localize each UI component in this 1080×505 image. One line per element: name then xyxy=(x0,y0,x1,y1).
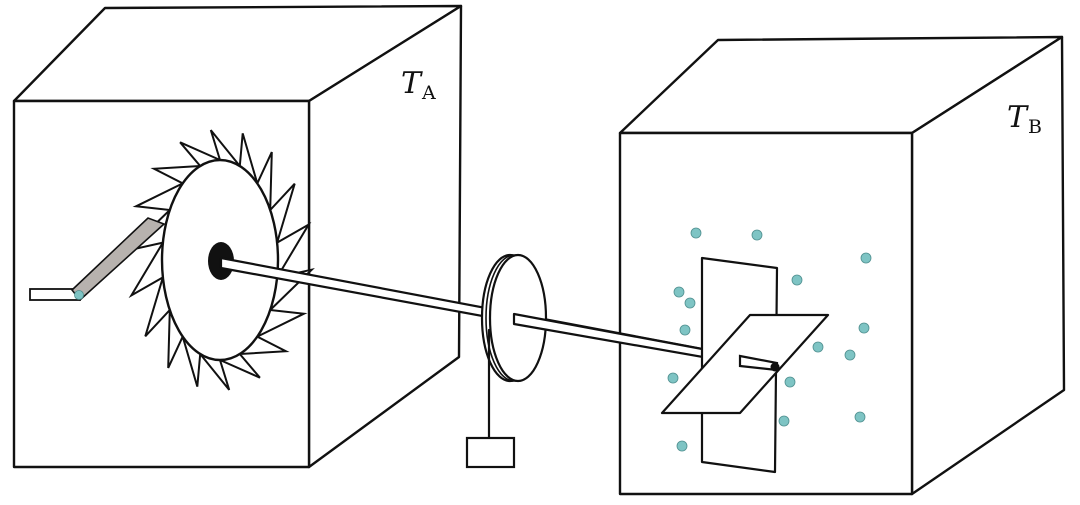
paddle xyxy=(660,256,830,474)
box-a-label-symbol: T xyxy=(401,66,422,101)
box-b-label: TB xyxy=(1007,100,1042,138)
box-a-label-subscript: A xyxy=(422,82,436,104)
box-b-label-subscript: B xyxy=(1028,116,1042,138)
gas-particle xyxy=(860,252,872,264)
gas-particle xyxy=(812,341,824,353)
pawl xyxy=(29,217,166,302)
gas-particle xyxy=(751,229,763,241)
axle-end-knob xyxy=(770,362,780,372)
gas-particle xyxy=(679,324,691,336)
gas-particle xyxy=(791,274,803,286)
gas-particle xyxy=(690,227,702,239)
gas-particle xyxy=(844,349,856,361)
gas-particle xyxy=(784,376,796,388)
gas-particle xyxy=(673,286,685,298)
pawl-tip-ball xyxy=(74,290,84,300)
gas-particle xyxy=(854,411,866,423)
gas-particle xyxy=(684,297,696,309)
gas-particle xyxy=(667,372,679,384)
gas-particle xyxy=(676,440,688,452)
hanging-weight xyxy=(465,436,516,469)
gas-particles xyxy=(667,227,872,452)
gas-particle xyxy=(858,322,870,334)
box-b xyxy=(618,35,1066,496)
box-b-label-symbol: T xyxy=(1007,100,1028,135)
box-a-label: TA xyxy=(401,66,436,104)
gas-particle xyxy=(778,415,790,427)
